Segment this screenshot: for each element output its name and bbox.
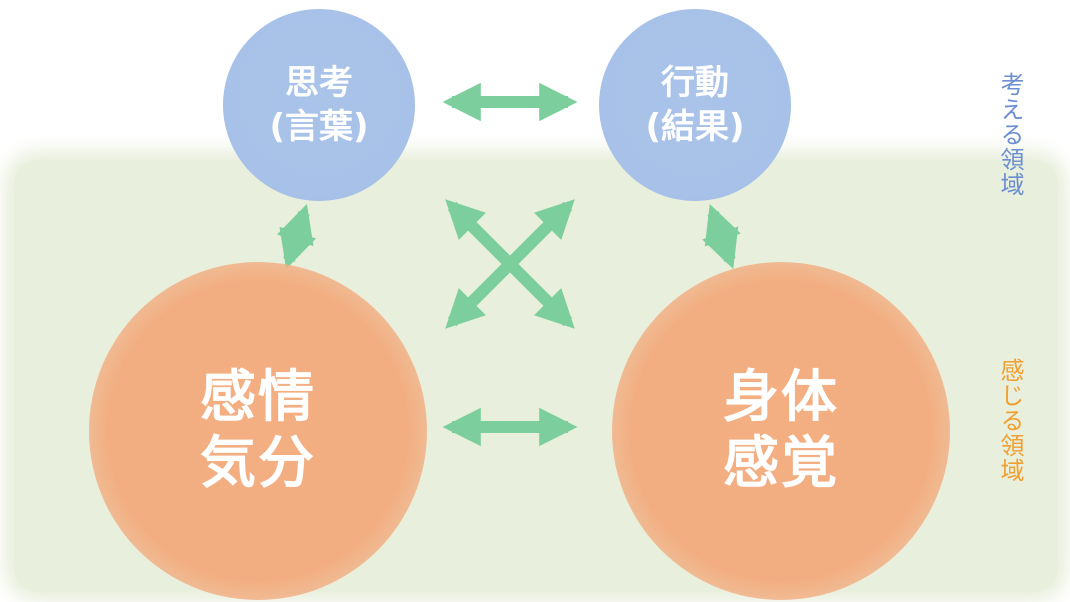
emotion-label-line1: 感情 [200,365,316,430]
thought-label-line1: 思考 [285,63,353,103]
action-label-line1: 行動 [661,63,729,103]
arrow-thought-emotion [276,203,317,270]
body-label-line2: 感覚 [723,431,839,496]
feeling-zone-label: 感じる領域 [996,358,1024,483]
thinking-zone-label: 考える領域 [996,72,1024,197]
action-circle: 行動 (結果) [599,9,791,201]
arrow-diagonal-action-emotion [445,199,575,329]
action-label-line2: (結果) [645,107,745,147]
emotion-label-line2: 気分 [200,431,316,496]
body-circle: 身体 感覚 [612,262,950,600]
body-label-line1: 身体 [723,365,839,430]
arrow-action-body [702,203,741,270]
thought-label-line2: (言葉) [269,107,369,147]
thought-circle: 思考 (言葉) [223,9,415,201]
emotion-circle: 感情 気分 [89,262,427,600]
